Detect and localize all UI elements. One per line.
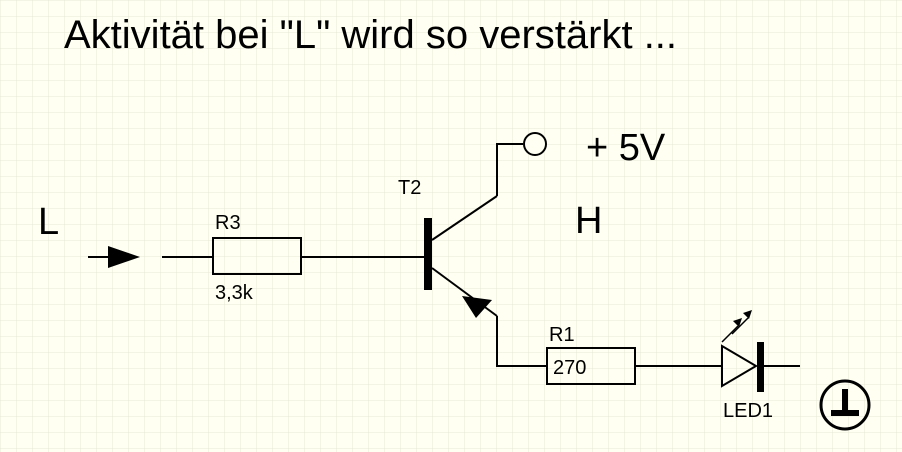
led-diode — [721, 342, 800, 392]
supply-terminal — [523, 132, 547, 156]
wire-collector — [496, 143, 523, 196]
input-arrow — [88, 246, 140, 268]
led-ref: LED1 — [723, 400, 773, 422]
ground-icon — [819, 379, 871, 431]
r3-ref: R3 — [215, 212, 241, 234]
r1-value: 270 — [553, 357, 586, 379]
transistor-t2 — [424, 195, 498, 318]
r3-value: 3,3k — [215, 282, 254, 304]
r1-ref: R1 — [549, 324, 575, 346]
supply-label: + 5V — [586, 127, 666, 169]
emitter-arrow — [462, 296, 492, 318]
t2-ref: T2 — [398, 177, 421, 199]
led-light-arrows-icon — [721, 310, 752, 343]
diagram-title: Aktivität bei "L" wird so verstärkt ... — [64, 13, 677, 57]
output-label: H — [575, 200, 602, 242]
input-label: L — [38, 201, 59, 243]
wire-emitter — [496, 316, 547, 367]
